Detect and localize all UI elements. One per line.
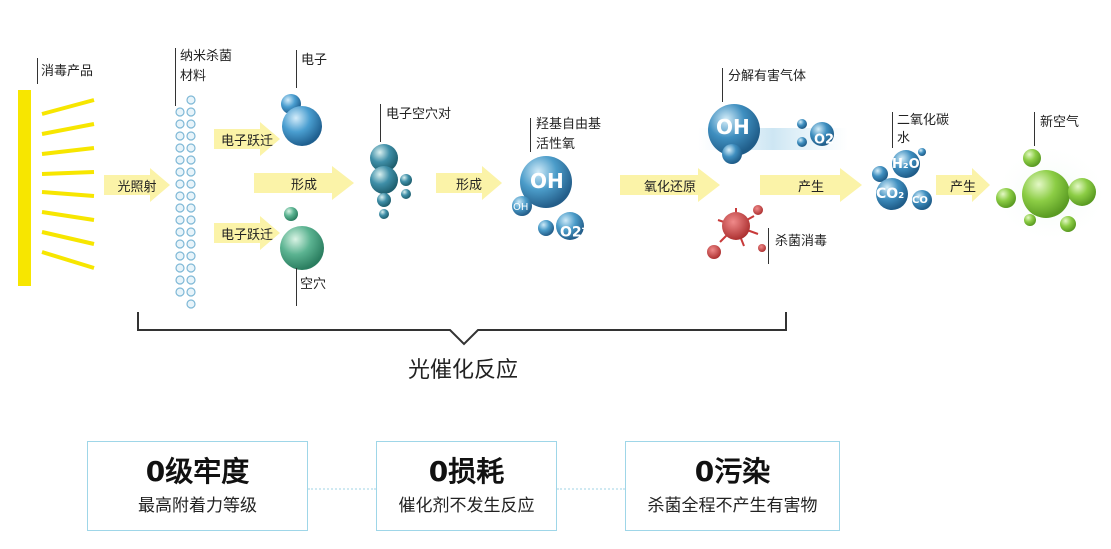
label-tick [296,268,297,306]
light-source-icon [18,90,95,286]
label-co2-water-2: 水 [897,131,911,146]
arrow-form-2: 形成 [436,166,502,200]
label-tick [768,228,769,264]
label-tick [722,68,723,102]
electron-molecule-icon [281,94,322,146]
feature-subtitle: 最高附着力等级 [138,496,257,516]
label-disinfect-product: 消毒产品 [41,64,94,79]
feature-box: 0损耗 催化剂不发生反应 [376,441,557,531]
label-nano-material-1: 纳米杀菌 [180,49,233,64]
hole-molecule-icon [280,207,324,270]
arrow-form-1: 形成 [254,166,354,200]
label-hole: 空穴 [300,277,327,292]
o2-charge: - [834,131,838,141]
mol-h2o: H₂O [892,157,920,172]
divider-dots [557,488,625,490]
label-tick [530,118,531,152]
mol-o2-gas: O2- [814,131,838,148]
virus-icon [707,205,766,259]
label-hydroxyl-1: 羟基自由基 [536,117,602,132]
arrow-light: 光照射 [104,168,170,202]
label-tick [892,112,893,148]
mol-oh-small: OH [513,202,529,213]
mol-co2: CO₂ [876,186,905,202]
label-co2-water-1: 二氧化碳 [897,113,950,128]
feature-box: 0级牢度 最高附着力等级 [87,441,308,531]
label-nano-material-2: 材料 [180,69,207,84]
mol-co: CO [912,195,928,206]
label-hydroxyl-2: 活性氧 [536,137,576,152]
label-tick [175,48,176,106]
label-hole-pair: 电子空穴对 [386,107,452,122]
nano-material-icon [175,95,196,309]
arrow-jump-bottom: 电子跃迁 [214,216,280,250]
feature-subtitle: 杀菌全程不产生有害物 [647,496,818,516]
feature-subtitle: 催化剂不发生反应 [398,496,535,516]
label-fresh-air: 新空气 [1040,115,1080,130]
feature-title: 0级牢度 [145,455,250,488]
fresh-air-icon [992,144,1110,244]
mol-o2: O2- [560,224,586,241]
label-electron: 电子 [301,53,328,68]
electron-hole-pair-icon [370,144,412,219]
feature-box: 0污染 杀菌全程不产生有害物 [625,441,840,531]
divider-dots [308,488,376,490]
hydroxyl-radical-icon [512,156,584,240]
mol-oh-large: OH [530,169,564,193]
label-decompose-gas: 分解有害气体 [728,69,807,84]
mol-oh-gas: OH [716,115,750,139]
arrow-redox: 氧化还原 [620,168,720,202]
label-tick [37,58,38,84]
gas-decompose-icon [698,104,848,164]
label-tick [1034,112,1035,146]
process-bracket [137,312,787,346]
co2-water-icon [872,148,932,210]
label-sterilize: 杀菌消毒 [775,234,828,249]
o2-charge: - [581,224,586,234]
feature-title: 0损耗 [428,455,505,488]
feature-title: 0污染 [694,455,771,488]
brace-label: 光催化反应 [408,358,519,383]
arrow-produce-2: 产生 [936,168,990,202]
label-tick [380,104,381,142]
arrow-produce-1: 产生 [760,168,862,202]
label-tick [296,50,297,88]
arrow-jump-top: 电子跃迁 [214,122,280,156]
